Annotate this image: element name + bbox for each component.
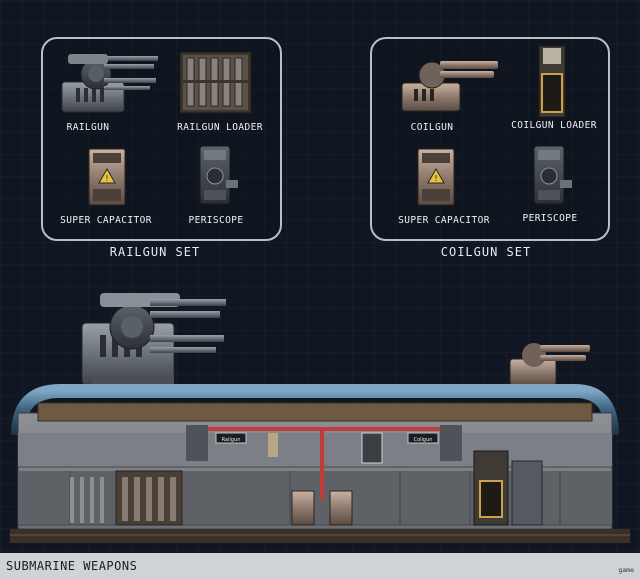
item-label-coilgun: COILGUN: [410, 122, 454, 133]
coilgun-turret-mounted: [509, 343, 590, 386]
submarine-hull: Railgun Coilgun: [10, 293, 630, 543]
railgun-sprite: [61, 54, 158, 113]
sign-railgun: Railgun: [222, 437, 241, 443]
item-label-periscope-2: PERISCOPE: [522, 213, 578, 224]
coilgun-sprite: [401, 61, 498, 112]
footer-title: SUBMARINE WEAPONS: [6, 559, 138, 573]
item-label-coilgun-loader: COILGUN LOADER: [511, 120, 597, 131]
sign-coilgun: Coilgun: [414, 437, 433, 443]
svg-text:!: !: [105, 174, 108, 183]
item-label-railgun: RAILGUN: [66, 122, 110, 133]
super-capacitor-sprite: !: [417, 148, 455, 206]
periscope-sprite: [533, 145, 572, 205]
set-title-coilgun: COILGUN SET: [440, 245, 532, 259]
railgun-loader-sprite: [179, 51, 252, 114]
item-label-super-capacitor-2: SUPER CAPACITOR: [398, 215, 490, 226]
item-label-periscope-1: PERISCOPE: [188, 215, 244, 226]
svg-text:!: !: [434, 174, 437, 183]
periscope-sprite: [199, 145, 238, 205]
railgun-turret-mounted: [81, 293, 226, 391]
super-capacitor-sprite: !: [88, 148, 126, 206]
set-title-railgun: RAILGUN SET: [109, 245, 201, 259]
item-label-super-capacitor-1: SUPER CAPACITOR: [60, 215, 152, 226]
watermark: game: [618, 566, 634, 574]
coilgun-loader-sprite: [538, 45, 566, 118]
footer-bar: SUBMARINE WEAPONS game: [0, 553, 640, 579]
item-label-railgun-loader: RAILGUN LOADER: [177, 122, 263, 133]
